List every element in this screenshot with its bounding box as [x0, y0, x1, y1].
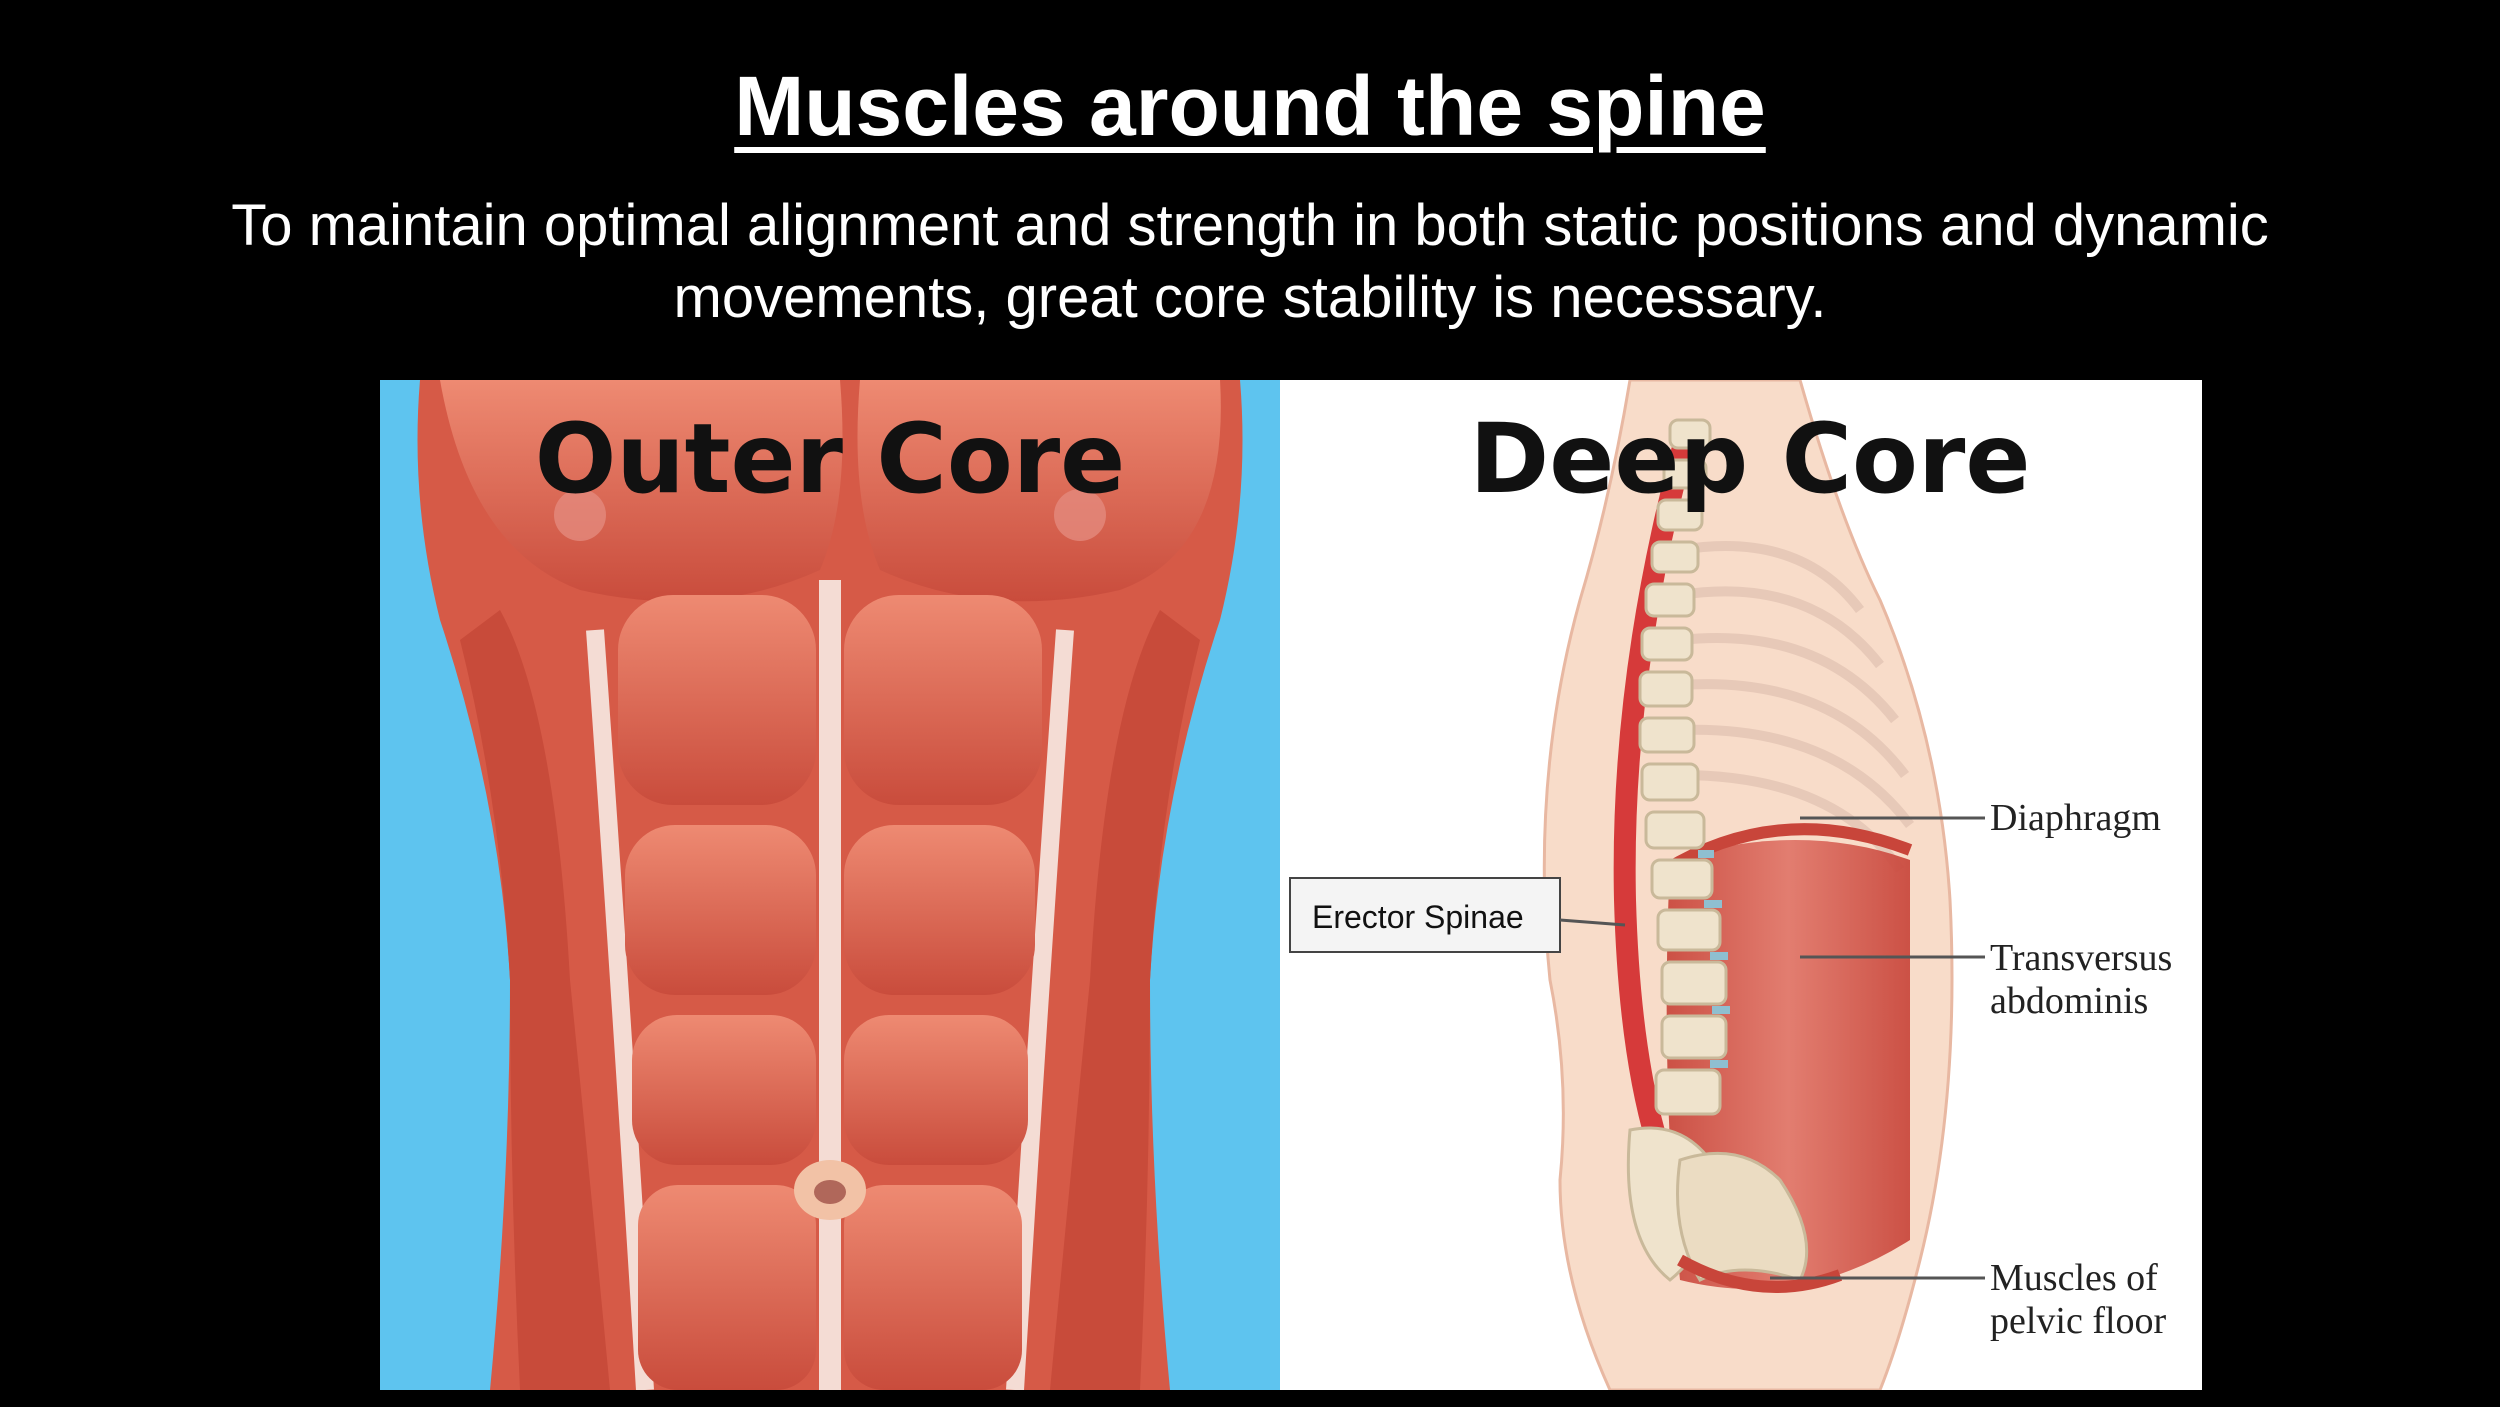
diaphragm: [1661, 823, 1913, 876]
transversus-label-line2: abdominis: [1990, 980, 2148, 1022]
left-fascia-line: [586, 629, 654, 1390]
transversus-label-line1: Transversus: [1990, 937, 2172, 979]
left-nipple: [554, 489, 606, 541]
deep-core-heading: Deep Core: [1470, 403, 2031, 515]
rib-cage: [1679, 541, 1914, 873]
spinal-discs: [1698, 850, 1730, 1068]
pelvic-floor-label-line1: Muscles of: [1990, 1257, 2158, 1299]
erector-spinae-callout: Erector Spinae: [1289, 877, 1626, 953]
ab-segment: [638, 1185, 816, 1390]
pelvic-floor: [1677, 1254, 1843, 1293]
pelvic-floor-callout: Muscles of pelvic floor: [1770, 1257, 2167, 1342]
diaphragm-label: Diaphragm: [1990, 797, 2161, 839]
pelvic-floor-label-line2: pelvic floor: [1990, 1300, 2167, 1342]
transversus-callout: Transversus abdominis: [1800, 937, 2172, 1022]
ab-segment: [844, 825, 1035, 995]
ab-segment: [618, 595, 816, 805]
erector-spinae-label: Erector Spinae: [1312, 899, 1524, 935]
slide-subtitle: To maintain optimal alignment and streng…: [231, 193, 2269, 330]
ab-segment: [844, 595, 1042, 805]
slide-title: Muscles around the spine: [734, 59, 1766, 153]
right-oblique: [1050, 610, 1200, 1390]
right-pectoral: [857, 380, 1221, 602]
ab-segment: [625, 825, 816, 995]
outer-core-panel: Outer Core: [380, 380, 1280, 1390]
core-muscles-figure: Outer Core: [380, 380, 2202, 1390]
navel-center: [814, 1180, 846, 1204]
left-oblique: [460, 610, 610, 1390]
left-pectoral: [440, 380, 843, 602]
diaphragm-callout: Diaphragm: [1800, 797, 2161, 839]
ab-segment: [844, 1185, 1022, 1390]
right-fascia-line: [1006, 629, 1074, 1390]
erector-spinae-box: [1289, 877, 1561, 953]
right-nipple: [1054, 489, 1106, 541]
erector-spinae: [1613, 437, 1696, 1185]
ab-segment: [844, 1015, 1028, 1165]
outer-core-heading: Outer Core: [535, 403, 1126, 515]
deep-core-panel: Deep Core Erector Spinae Diaphragm Trans…: [1280, 380, 2202, 1390]
erector-spinae-leader: [1559, 918, 1626, 927]
rectus-abdominis: [618, 595, 1042, 1390]
ab-segment: [632, 1015, 816, 1165]
